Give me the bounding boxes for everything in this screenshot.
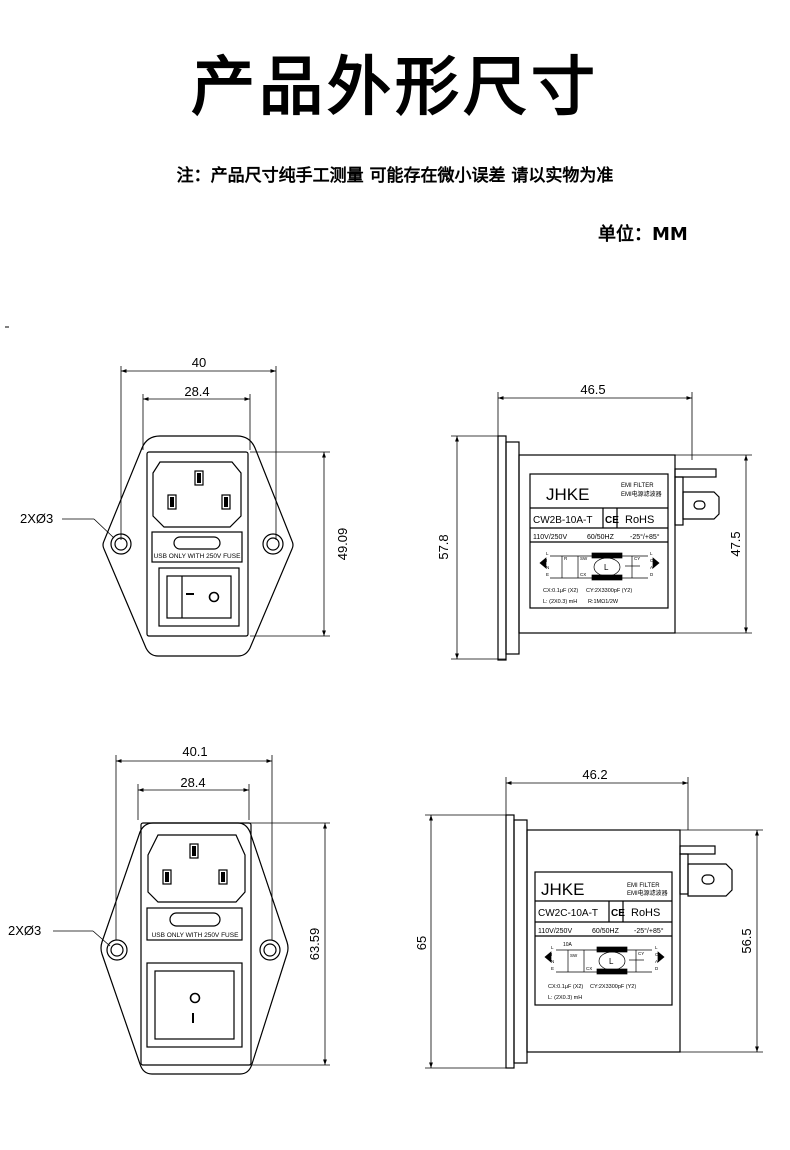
bottom-front-fuse-text: USB ONLY WITH 250V FUSE [152, 932, 239, 939]
bottom-front-dim-width: 40.1 [182, 744, 207, 759]
top-fuse-holder [151, 531, 243, 563]
bottom-front-dim-inner: 28.4 [180, 775, 205, 790]
bottom-label-load-2: A [655, 959, 658, 964]
bottom-label-cy-tag: CY [638, 951, 644, 956]
top-iec-socket [152, 461, 242, 528]
bottom-side-dimensions [425, 777, 763, 1069]
bottom-label-line-2: N [551, 959, 554, 964]
top-label-r-spec: R:1MΩ1/2W [588, 599, 619, 605]
bottom-side-label-text: JHKE EMI FILTER EMI电源滤波器 CW2C-10A-T CE R… [538, 880, 668, 1001]
bottom-label-brand: JHKE [541, 880, 584, 899]
top-label-line-2: N [546, 565, 549, 570]
top-label-filter-en: EMI FILTER [621, 483, 654, 489]
bottom-front-view [53, 755, 330, 1075]
bottom-label-load-0: L [655, 945, 658, 950]
top-front-dim-inner: 28.4 [184, 384, 209, 399]
bottom-side-view [425, 777, 763, 1069]
top-label-freq: 60/50HZ [587, 534, 615, 541]
bottom-label-load-1: O [655, 952, 659, 957]
bottom-label-line-0: L [551, 945, 554, 950]
page-title: 产品外形尺寸 [191, 51, 599, 125]
bottom-side-dim-depth: 46.2 [582, 767, 607, 782]
bottom-schematic [544, 946, 665, 975]
top-label-inductor: L [604, 563, 609, 572]
top-side-dim-body: 47.5 [728, 531, 743, 556]
top-label-load-3: D [650, 572, 654, 577]
bottom-front-dimensions [53, 755, 330, 1066]
bottom-label-model: CW2C-10A-T [538, 908, 598, 919]
top-front-outline [102, 435, 294, 657]
top-front-hole-label: 2XØ3 [20, 511, 53, 526]
top-rocker-switch [158, 567, 240, 627]
top-front-dimensions [62, 366, 330, 637]
top-label-ce: CE [605, 515, 619, 526]
top-side-label [529, 473, 669, 609]
top-label-load-2: A [650, 565, 653, 570]
bottom-label-filter-en: EMI FILTER [627, 883, 660, 889]
bottom-label-inductor: L [609, 957, 614, 966]
top-label-line-1: I [546, 558, 547, 563]
top-front-dim-width: 40 [192, 355, 206, 370]
top-schematic [539, 552, 660, 581]
unit-label: 单位：MM [598, 224, 688, 245]
top-label-voltage: 110V/250V [533, 534, 567, 541]
bottom-label-sw-tag: SW [570, 953, 578, 958]
top-side-label-text: JHKE EMI FILTER EMI电源滤波器 CW2B-10A-T CE R… [533, 483, 662, 605]
top-front-dim-height: 49.09 [335, 528, 350, 561]
top-label-cx-tag: CX [580, 572, 586, 577]
top-label-line-0: L [546, 551, 549, 556]
top-label-cx: CX:0.1μF (X2) [543, 588, 578, 594]
top-label-load-1: O [650, 558, 654, 563]
bottom-front-dim-height: 63.59 [307, 928, 322, 961]
top-label-filter-cn: EMI电源滤波器 [621, 490, 662, 498]
bottom-iec-socket [147, 834, 246, 903]
bottom-label-freq: 60/50HZ [592, 928, 620, 935]
bottom-side-dim-body: 56.5 [739, 928, 754, 953]
top-label-temp: -25°/+85° [630, 533, 660, 541]
top-label-load-0: L [650, 551, 653, 556]
bottom-label-ce: CE [611, 908, 625, 919]
bottom-fuse-holder [146, 907, 243, 941]
top-label-rohs: RoHS [625, 514, 654, 526]
bottom-side-dim-flange: 65 [414, 936, 429, 950]
top-side-dim-depth: 46.5 [580, 382, 605, 397]
top-label-cy-tag: CY [634, 556, 640, 561]
top-label-r-tag: R [564, 556, 568, 561]
bottom-label-cx-tag: CX [586, 966, 592, 971]
bottom-front-hole-label: 2XØ3 [8, 923, 41, 938]
bottom-label-current: 10A [563, 942, 573, 948]
bottom-label-line-1: I [551, 952, 552, 957]
bottom-label-load-3: D [655, 966, 659, 971]
bottom-label-voltage: 110V/250V [538, 928, 572, 935]
top-side-dimensions [451, 392, 752, 660]
bottom-side-label [534, 871, 673, 1006]
bottom-label-line-3: E [551, 966, 554, 971]
top-side-dim-flange: 57.8 [436, 534, 451, 559]
top-label-line-3: E [546, 572, 549, 577]
top-front-view [62, 366, 330, 657]
bottom-label-cx: CX:0.1μF (X2) [548, 984, 583, 990]
top-label-l-spec: L: (2X0.3) mH [543, 599, 577, 605]
bottom-label-l-spec: L: (2X0.3) mH [548, 995, 582, 1001]
bottom-label-filter-cn: EMI电源滤波器 [627, 889, 668, 897]
top-side-view [451, 392, 752, 661]
bottom-front-outline [100, 822, 289, 1075]
bottom-label-temp: -25°/+85° [634, 927, 664, 935]
bottom-label-cy: CY:2X3300pF (Y2) [590, 984, 636, 990]
top-label-model: CW2B-10A-T [533, 515, 592, 526]
bottom-label-rohs: RoHS [631, 907, 660, 919]
top-label-brand: JHKE [546, 485, 589, 504]
top-front-fuse-text: USB ONLY WITH 250V FUSE [154, 553, 241, 560]
bottom-rocker-switch [146, 962, 243, 1048]
top-label-cy: CY:2X3300pF (Y2) [586, 588, 632, 594]
top-label-sw-tag: SW [580, 556, 588, 561]
measurement-note: 注：产品尺寸纯手工测量 可能存在微小误差 请以实物为准 [176, 166, 614, 186]
